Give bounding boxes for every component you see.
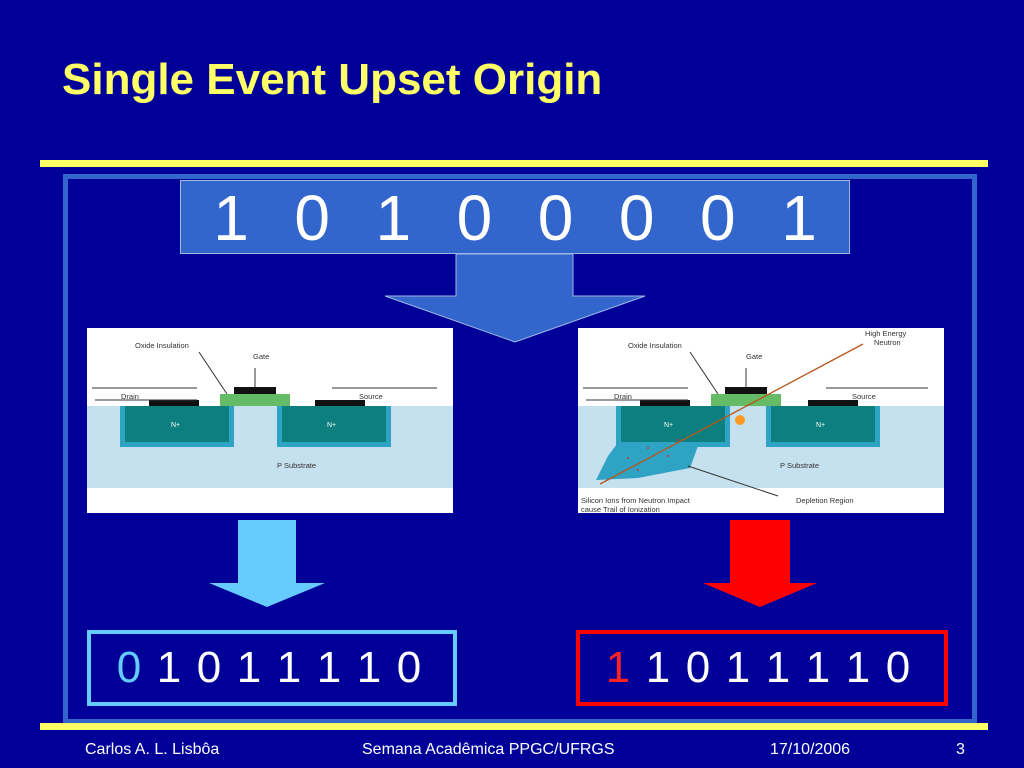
label-neutron-line1: High Energy (865, 329, 907, 338)
down-arrow-main (384, 253, 646, 343)
footer-date: 17/10/2006 (770, 741, 851, 758)
label-ions-line1: Silicon Ions from Neutron Impact (581, 496, 691, 505)
label-n-left: N+ (664, 422, 673, 429)
result-bit: 1 (156, 643, 182, 692)
slide-title: Single Event Upset Origin (62, 55, 603, 104)
label-depletion: Depletion Region (796, 496, 854, 505)
top-bit: 0 (618, 182, 655, 254)
result-bit: 0 (196, 643, 222, 692)
down-arrow-upset (703, 520, 817, 607)
result-bit: 1 (356, 643, 382, 692)
footer-divider (40, 723, 988, 730)
transistor-diagram-neutron-strike: Oxide Insulation Gate Drain Source N+ N+… (578, 328, 944, 513)
top-bit: 1 (375, 182, 412, 254)
result-bit: 1 (805, 643, 831, 692)
original-bits: 1 0 1 0 0 0 0 1 (180, 180, 850, 254)
result-bit: 1 (725, 643, 751, 692)
result-first-bit-flipped: 1 (605, 643, 631, 692)
result-bit: 0 (685, 643, 711, 692)
label-gate: Gate (253, 352, 269, 361)
footer-author: Carlos A. L. Lisbôa (85, 741, 220, 758)
result-bit: 1 (236, 643, 262, 692)
label-drain: Drain (614, 392, 632, 401)
label-drain: Drain (121, 392, 139, 401)
result-first-bit: 0 (116, 643, 142, 692)
label-oxide: Oxide Insulation (628, 341, 682, 350)
result-bit: 1 (316, 643, 342, 692)
label-oxide: Oxide Insulation (135, 341, 189, 350)
top-bit: 0 (294, 182, 330, 254)
transistor-diagram-normal: Oxide Insulation Gate Drain Source N+ N+… (87, 328, 453, 513)
content-frame (63, 174, 977, 724)
result-bit: 1 (276, 643, 302, 692)
top-bit: 1 (781, 182, 817, 254)
footer-page-number: 3 (956, 741, 965, 758)
result-bit: 1 (845, 643, 871, 692)
label-n-left: N+ (171, 422, 180, 429)
label-source: Source (852, 392, 876, 401)
top-bit: 0 (456, 182, 493, 254)
down-arrow-normal (209, 520, 325, 607)
label-ions-line2: cause Trail of Ionization (581, 505, 660, 513)
result-bit: 1 (645, 643, 671, 692)
label-n-right: N+ (816, 422, 825, 429)
result-bit: 1 (765, 643, 791, 692)
footer-event: Semana Acadêmica PPGC/UFRGS (362, 741, 615, 758)
top-bit: 0 (537, 182, 574, 254)
top-bit: 1 (213, 182, 249, 254)
top-bit: 0 (700, 182, 736, 254)
result-bit: 0 (396, 643, 422, 692)
label-gate: Gate (746, 352, 762, 361)
label-substrate: P Substrate (780, 461, 819, 470)
label-n-right: N+ (327, 422, 336, 429)
label-source: Source (359, 392, 383, 401)
label-neutron-line2: Neutron (874, 338, 901, 347)
title-divider (40, 160, 988, 167)
result-bit: 0 (885, 643, 911, 692)
label-substrate: P Substrate (277, 461, 316, 470)
